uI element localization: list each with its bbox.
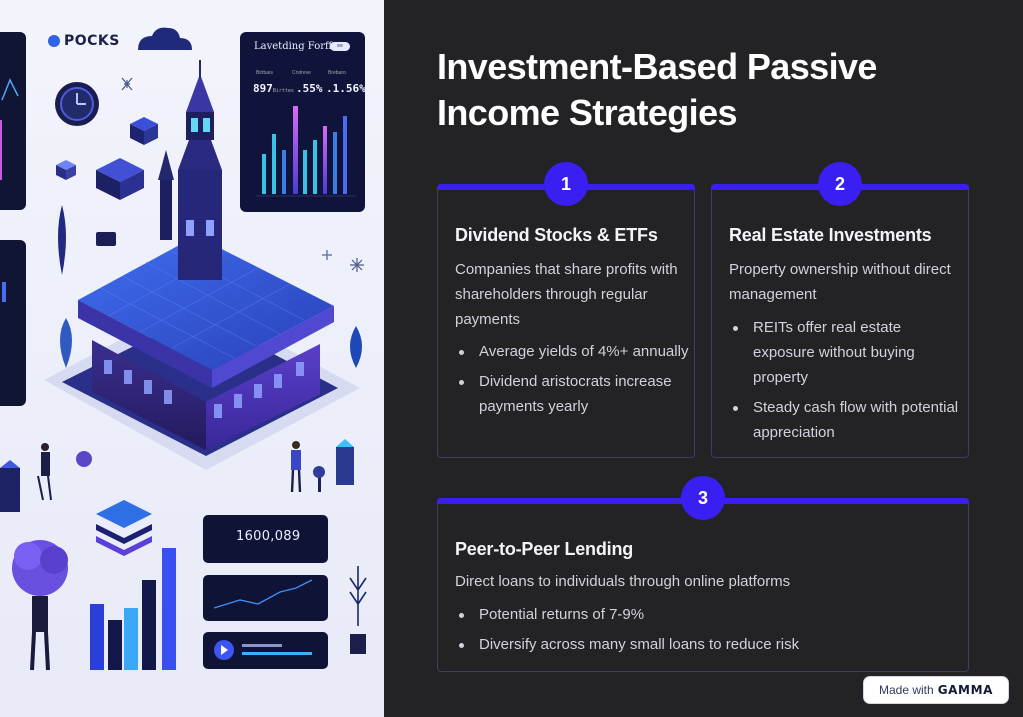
stat-label: Birttues [256, 70, 273, 76]
card-bullets: REITs offer real estate exposure without… [729, 315, 964, 450]
bullet-item: Average yields of 4%+ annually [455, 339, 690, 364]
step-badge-2: 2 [818, 162, 862, 206]
gamma-logo: GAMMA [937, 683, 993, 697]
card-bullets: Potential returns of 7-9% Diversify acro… [455, 602, 955, 662]
stat-value: .55% [296, 82, 323, 95]
stat-label: Crstreve [292, 70, 311, 76]
bullet-item: Dividend aristocrats increase payments y… [455, 369, 690, 419]
made-with-gamma-badge[interactable]: Made with GAMMA [863, 676, 1009, 704]
isometric-illustration [0, 27, 367, 671]
illustration-panel: POCKS Lavetding Forffo ≡≡ Birttues Crstr… [0, 0, 384, 717]
step-badge-1: 1 [544, 162, 588, 206]
counter-value: 1600,089 [236, 529, 301, 544]
bullet-item: Potential returns of 7-9% [455, 602, 955, 627]
made-with-label: Made with [878, 683, 934, 697]
strategy-card-dividend: Dividend Stocks & ETFs Companies that sh… [437, 184, 695, 458]
dashboard-pill: ≡≡ [330, 42, 350, 51]
bullet-item: Diversify across many small loans to red… [455, 632, 955, 657]
card-description: Companies that share profits with shareh… [455, 261, 678, 328]
strategy-card-real-estate: Real Estate Investments Property ownersh… [711, 184, 969, 458]
brand-logo: POCKS [48, 33, 120, 49]
brand-name: POCKS [64, 33, 120, 49]
stat-label: Brebaro [328, 70, 346, 76]
stat-value: 897Birttes [253, 82, 294, 95]
page-title: Investment-Based Passive Income Strategi… [437, 46, 877, 133]
bullet-item: Steady cash flow with potential apprecia… [729, 395, 964, 445]
card-heading: Real Estate Investments [729, 225, 932, 245]
strategy-card-p2p-lending: Peer-to-Peer Lending Direct loans to ind… [437, 498, 969, 672]
step-badge-3: 3 [681, 476, 725, 520]
dashboard-bars [262, 106, 347, 194]
card-bullets: Average yields of 4%+ annually Dividend … [455, 339, 690, 424]
card-heading: Peer-to-Peer Lending [455, 539, 634, 559]
card-description: Direct loans to individuals through onli… [455, 573, 791, 590]
dashboard-title: Lavetding Forffo [254, 41, 339, 52]
logo-icon [48, 35, 60, 47]
stat-value: .1.56% [326, 82, 366, 95]
card-description: Property ownership without direct manage… [729, 261, 951, 303]
bullet-item: REITs offer real estate exposure without… [729, 315, 964, 390]
card-heading: Dividend Stocks & ETFs [455, 225, 658, 245]
